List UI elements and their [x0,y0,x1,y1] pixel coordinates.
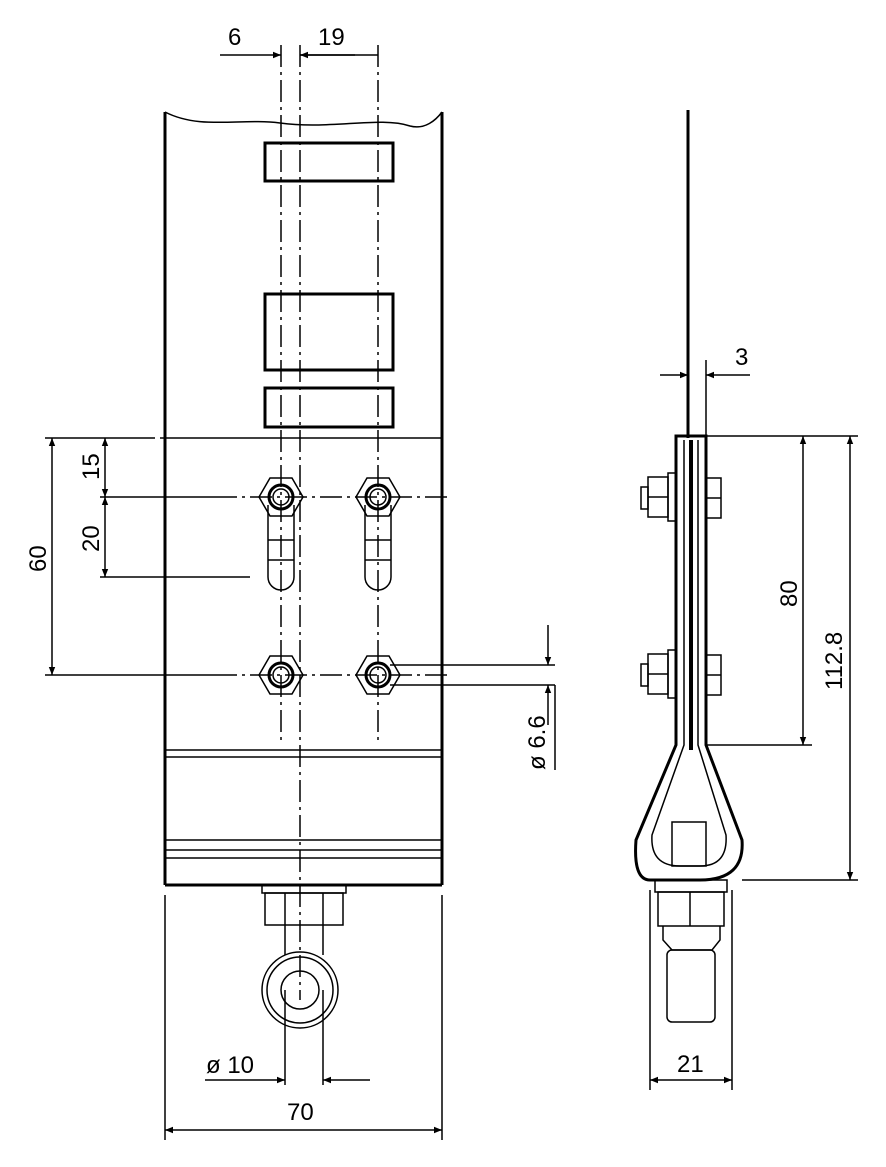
dim-19: 19 [318,24,345,51]
dim-21: 21 [677,1051,704,1078]
body-outline [163,112,444,887]
front-view: 6 19 60 15 20 ø 6.6 70 ø 10 [25,24,556,1140]
side-view: 3 80 112.8 21 [634,110,858,1090]
dim-20: 20 [78,525,105,552]
dim-80: 80 [776,580,803,607]
dim-hole-dia: ø 6.6 [524,715,551,770]
side-bolt-bottom [640,649,722,699]
dim-3: 3 [735,344,748,371]
dim-15: 15 [78,453,105,480]
side-fitting [654,821,728,1023]
dim-6: 6 [228,24,241,51]
dim-70: 70 [287,1099,314,1126]
clamp-rect-1 [263,141,395,183]
clamp-rect-3 [263,386,395,429]
clamp-rect-2 [263,292,395,372]
dim-60: 60 [25,545,52,572]
dim-eye-dia: ø 10 [206,1052,254,1079]
slot-right [364,505,392,591]
side-bolt-top [640,472,722,522]
dim-112-8: 112.8 [821,632,848,690]
break-line [164,111,443,128]
eye-bolt [261,884,347,1085]
slot-left [267,505,295,591]
